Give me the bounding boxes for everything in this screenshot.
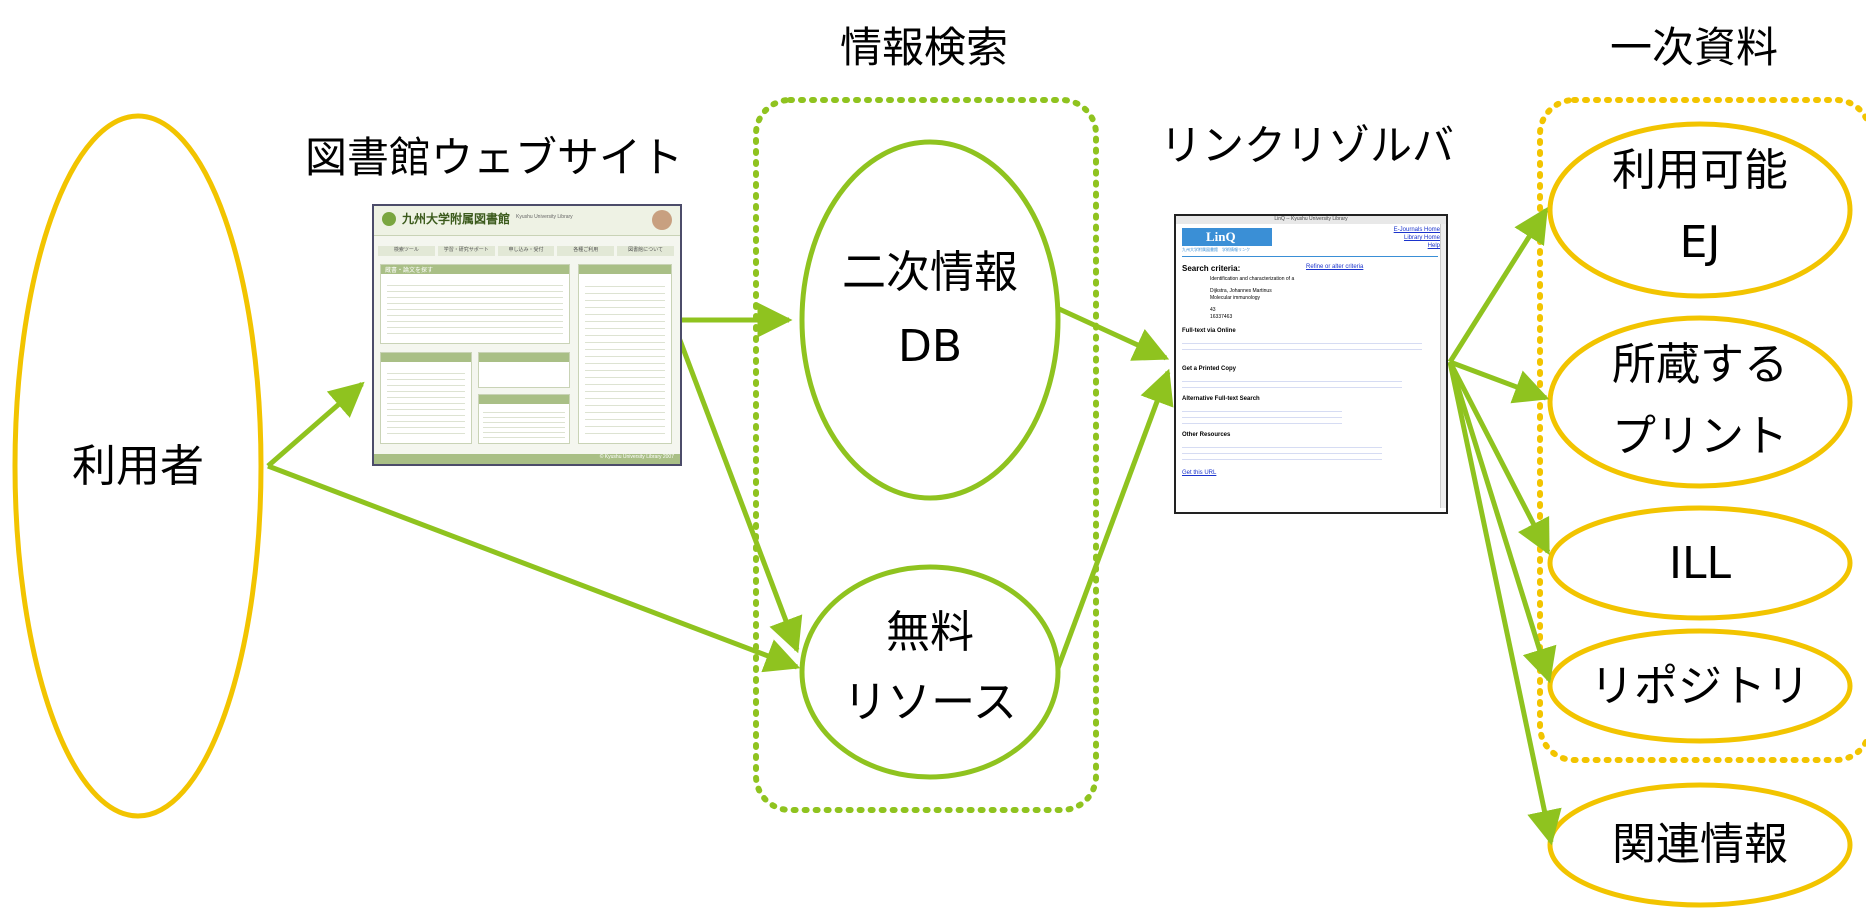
- arrow-db-to-linq: [1055, 305, 1170, 361]
- linq-get-url-link[interactable]: Get this URL: [1182, 470, 1217, 476]
- free-resources-line1: 無料: [886, 607, 974, 658]
- repository-label: リポジトリ: [1590, 661, 1810, 712]
- linq-help-link[interactable]: Help: [1427, 243, 1440, 249]
- heading-search: 情報検索: [840, 23, 1009, 72]
- linq-header-links: E-Journals Home Library Home Help: [1394, 226, 1440, 250]
- arrow-linq-to-ill: [1447, 360, 1551, 556]
- library-search-header: 蔵書・論文を探す: [381, 265, 569, 274]
- library-header: 九州大学附属図書館 Kyushu University Library: [374, 206, 680, 236]
- related-label: 関連情報: [1612, 819, 1788, 870]
- library-nav-item: 各種ご利用: [557, 246, 615, 256]
- library-nav-item: 検索ツール: [378, 246, 435, 256]
- library-nav-item: 学習・研究サポート: [437, 246, 495, 256]
- heading-primary: 一次資料: [1610, 23, 1779, 72]
- library-mascot-icon: [652, 210, 672, 230]
- free-resources-line2: リソース: [843, 677, 1017, 728]
- library-nav-item: 申し込み・受付: [497, 246, 555, 256]
- library-box-header: [479, 395, 569, 404]
- library-box-header: [579, 265, 671, 274]
- library-subtitle: Kyushu University Library: [516, 214, 573, 220]
- repository-node: [1547, 628, 1853, 744]
- secondary-db-line1: 二次情報: [842, 247, 1018, 298]
- library-footer: © Kyushu University Library 2007: [374, 454, 680, 464]
- library-title: 九州大学附属図書館: [402, 212, 511, 226]
- library-nav: 検索ツール 学習・研究サポート 申し込み・受付 各種ご利用 図書館について: [378, 246, 674, 256]
- print-label: 所蔵する プリント: [1570, 334, 1830, 468]
- linq-article-value: Identification and characterization of a: [1210, 276, 1295, 282]
- linq-journal-value: Molecular immunology: [1210, 295, 1261, 301]
- linq-fulltext-heading: Full-text via Online: [1182, 328, 1236, 334]
- library-text-lines: [387, 280, 563, 338]
- linq-logo: LinQ: [1206, 229, 1236, 244]
- secondary-db-line2: DB: [897, 321, 963, 372]
- ej-label: 利用可能 EJ: [1570, 140, 1830, 274]
- secondary-db-label: 二次情報 DB: [805, 242, 1055, 378]
- library-text-lines: [585, 280, 665, 438]
- ej-line1: 利用可能: [1612, 145, 1788, 196]
- primary-group-frame: [1537, 97, 1866, 763]
- arrow-free-to-linq: [1055, 368, 1174, 669]
- ill-node: [1547, 505, 1853, 621]
- library-apply-box: [478, 352, 570, 388]
- library-logo-icon: [382, 212, 396, 226]
- arrow-user-to-free: [267, 463, 801, 673]
- linq-author-value: Dijkstra, Johannes Martinus: [1210, 288, 1272, 294]
- linq-refine-link[interactable]: Refine or alter criteria: [1306, 264, 1364, 270]
- library-box-header: [381, 353, 471, 362]
- linq-alt-heading: Alternative Full-text Search: [1182, 396, 1260, 402]
- linq-search-criteria: Search criteria:: [1182, 264, 1241, 273]
- user-node: [12, 113, 264, 819]
- linq-printed-lines: [1182, 376, 1402, 390]
- linq-volume-value: 43: [1210, 307, 1216, 313]
- library-news-box: [578, 264, 672, 444]
- ej-line2: EJ: [1679, 217, 1721, 268]
- user-label: 利用者: [72, 441, 204, 492]
- heading-library-website: 図書館ウェブサイト: [305, 133, 684, 182]
- library-hours-box: [478, 394, 570, 444]
- linq-divider: [1182, 256, 1438, 257]
- linq-fulltext-lines: [1182, 338, 1422, 352]
- arrow-linq-to-print: [1449, 359, 1550, 404]
- ej-node: [1547, 121, 1853, 299]
- arrow-user-to-website: [266, 381, 365, 468]
- linq-library-link[interactable]: Library Home: [1403, 235, 1440, 241]
- linq-logo-box: LinQ: [1182, 228, 1272, 246]
- library-search-box: 蔵書・論文を探す: [380, 264, 570, 344]
- library-text-lines: [483, 408, 565, 440]
- ill-label: ILL: [1668, 538, 1731, 589]
- arrow-website-to-free: [675, 334, 803, 654]
- linq-logo-sub: 九州大学附属図書館 学術情報リンク: [1182, 247, 1250, 252]
- heading-link-resolver: リンクリゾルバ: [1160, 121, 1455, 170]
- linq-titlebar: LinQ -- Kyushu University Library: [1176, 216, 1446, 224]
- linq-screenshot: LinQ -- Kyushu University Library LinQ 九…: [1174, 214, 1448, 514]
- linq-scrollbar[interactable]: [1440, 224, 1446, 508]
- print-line1: 所蔵する: [1612, 339, 1788, 390]
- library-website-screenshot: 九州大学附属図書館 Kyushu University Library 検索ツー…: [372, 204, 682, 466]
- search-group-frame: [753, 97, 1099, 813]
- arrow-linq-to-related: [1447, 361, 1562, 846]
- linq-printed-heading: Get a Printed Copy: [1182, 366, 1237, 372]
- library-nav-item: 図書館について: [617, 246, 674, 256]
- linq-ejournals-link[interactable]: E-Journals Home: [1393, 227, 1440, 233]
- arrow-linq-to-repository: [1447, 361, 1557, 684]
- secondary-db-node: [799, 139, 1061, 501]
- print-node: [1547, 315, 1853, 489]
- print-line2: プリント: [1612, 411, 1788, 462]
- linq-other-heading: Other Resources: [1182, 432, 1231, 438]
- arrow-linq-to-ej: [1447, 207, 1549, 364]
- free-resources-node: [799, 564, 1061, 780]
- library-support-box: [380, 352, 472, 444]
- free-resources-label: 無料 リソース: [805, 602, 1055, 734]
- library-text-lines: [387, 368, 465, 436]
- linq-alt-lines: [1182, 406, 1342, 426]
- linq-pmid-value: 16337463: [1210, 314, 1233, 320]
- library-box-header: [479, 353, 569, 362]
- linq-other-lines: [1182, 442, 1382, 462]
